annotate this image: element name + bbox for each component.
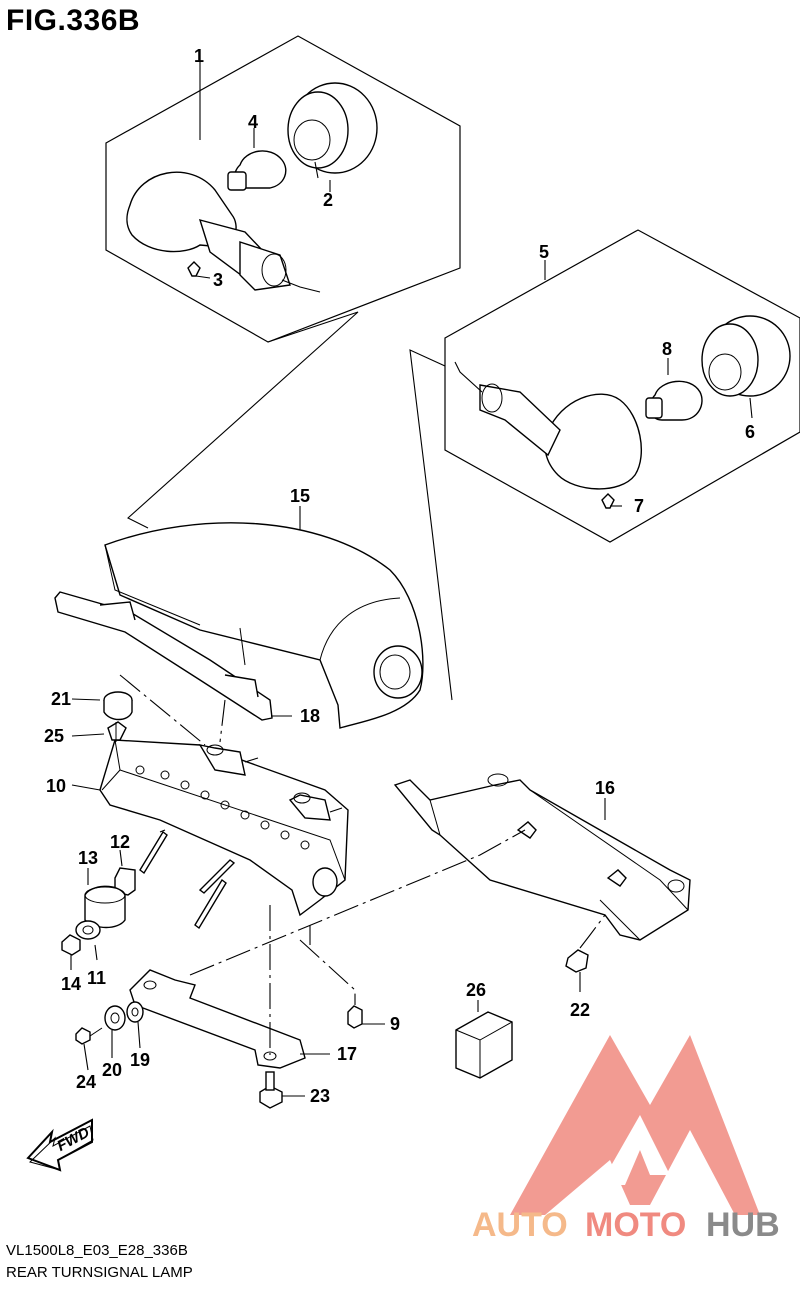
stud-bolts: [139, 830, 236, 930]
fwd-direction-arrow: FWD: [26, 1118, 94, 1172]
callout-14: 14: [61, 974, 81, 994]
callout-15: 15: [290, 486, 310, 506]
callout-3: 3: [213, 270, 223, 290]
screw-part-24: [75, 1027, 103, 1045]
washer-part-11: [75, 920, 101, 940]
rear-housing-part-15: [104, 522, 424, 729]
relay-part-26: [455, 1011, 513, 1079]
callout-9: 9: [390, 1014, 400, 1034]
screw-part-3: [187, 261, 201, 277]
callout-24: 24: [76, 1072, 96, 1092]
callout-16: 16: [595, 778, 615, 798]
watermark-logo: [510, 1035, 760, 1215]
assembly-lines: [70, 62, 753, 1097]
bolt-part-9: [347, 1005, 363, 1029]
nut-part-14: [61, 934, 81, 956]
watermark-wordmark: AUTO MOTO HUB: [472, 1206, 780, 1244]
watermark-hub: HUB: [706, 1206, 780, 1244]
callout-22: 22: [570, 1000, 590, 1020]
bolt-part-23: [259, 1071, 283, 1109]
callout-13: 13: [78, 848, 98, 868]
callout-7: 7: [634, 496, 644, 516]
lens-part-6: [701, 315, 791, 397]
callout-2: 2: [323, 190, 333, 210]
turn-signal-lamp-right: [454, 361, 642, 490]
callout-11: 11: [87, 968, 106, 988]
callout-17: 17: [337, 1044, 357, 1064]
lamp-assembly-box-1: [105, 35, 461, 529]
callout-labels: 1 2 3 4 5 6 7 8 9 10 11 12 13 14 15 16 1…: [44, 46, 755, 1106]
callout-12: 12: [110, 832, 130, 852]
callout-4: 4: [248, 112, 258, 132]
screw-part-7: [601, 493, 615, 509]
bracket-part-17: [129, 969, 306, 1069]
callout-20: 20: [102, 1060, 122, 1080]
watermark-auto: AUTO: [472, 1206, 568, 1244]
grommet-part-20: [104, 1005, 126, 1031]
callout-1: 1: [194, 46, 204, 66]
washer-part-19: [126, 1001, 144, 1023]
callout-25: 25: [44, 726, 64, 746]
figure-caption: REAR TURNSIGNAL LAMP: [6, 1264, 193, 1281]
watermark-moto: MOTO: [585, 1206, 686, 1244]
callout-19: 19: [130, 1050, 150, 1070]
callout-5: 5: [539, 242, 549, 262]
callout-23: 23: [310, 1086, 330, 1106]
bolt-part-25: [107, 721, 127, 742]
figure-title: FIG.336B: [6, 4, 141, 37]
callout-21: 21: [51, 689, 71, 709]
callout-18: 18: [300, 706, 320, 726]
trim-strip-part-18: [54, 591, 273, 721]
lens-part-2: [287, 82, 378, 179]
turn-signal-lamp-left: [126, 171, 321, 293]
lamp-assembly-box-5: [409, 229, 800, 701]
figure-code: VL1500L8_E03_E28_336B: [6, 1242, 188, 1259]
callout-8: 8: [662, 339, 672, 359]
callout-6: 6: [745, 422, 755, 442]
callout-10: 10: [46, 776, 66, 796]
clip-part-22: [565, 949, 589, 992]
bracket-part-16: [393, 773, 691, 941]
cushion-part-21: [103, 691, 133, 721]
callout-26: 26: [466, 980, 486, 1000]
bulb-part-8: [645, 380, 703, 421]
bulb-part-4: [227, 150, 287, 191]
bracket-part-10: [99, 739, 349, 917]
